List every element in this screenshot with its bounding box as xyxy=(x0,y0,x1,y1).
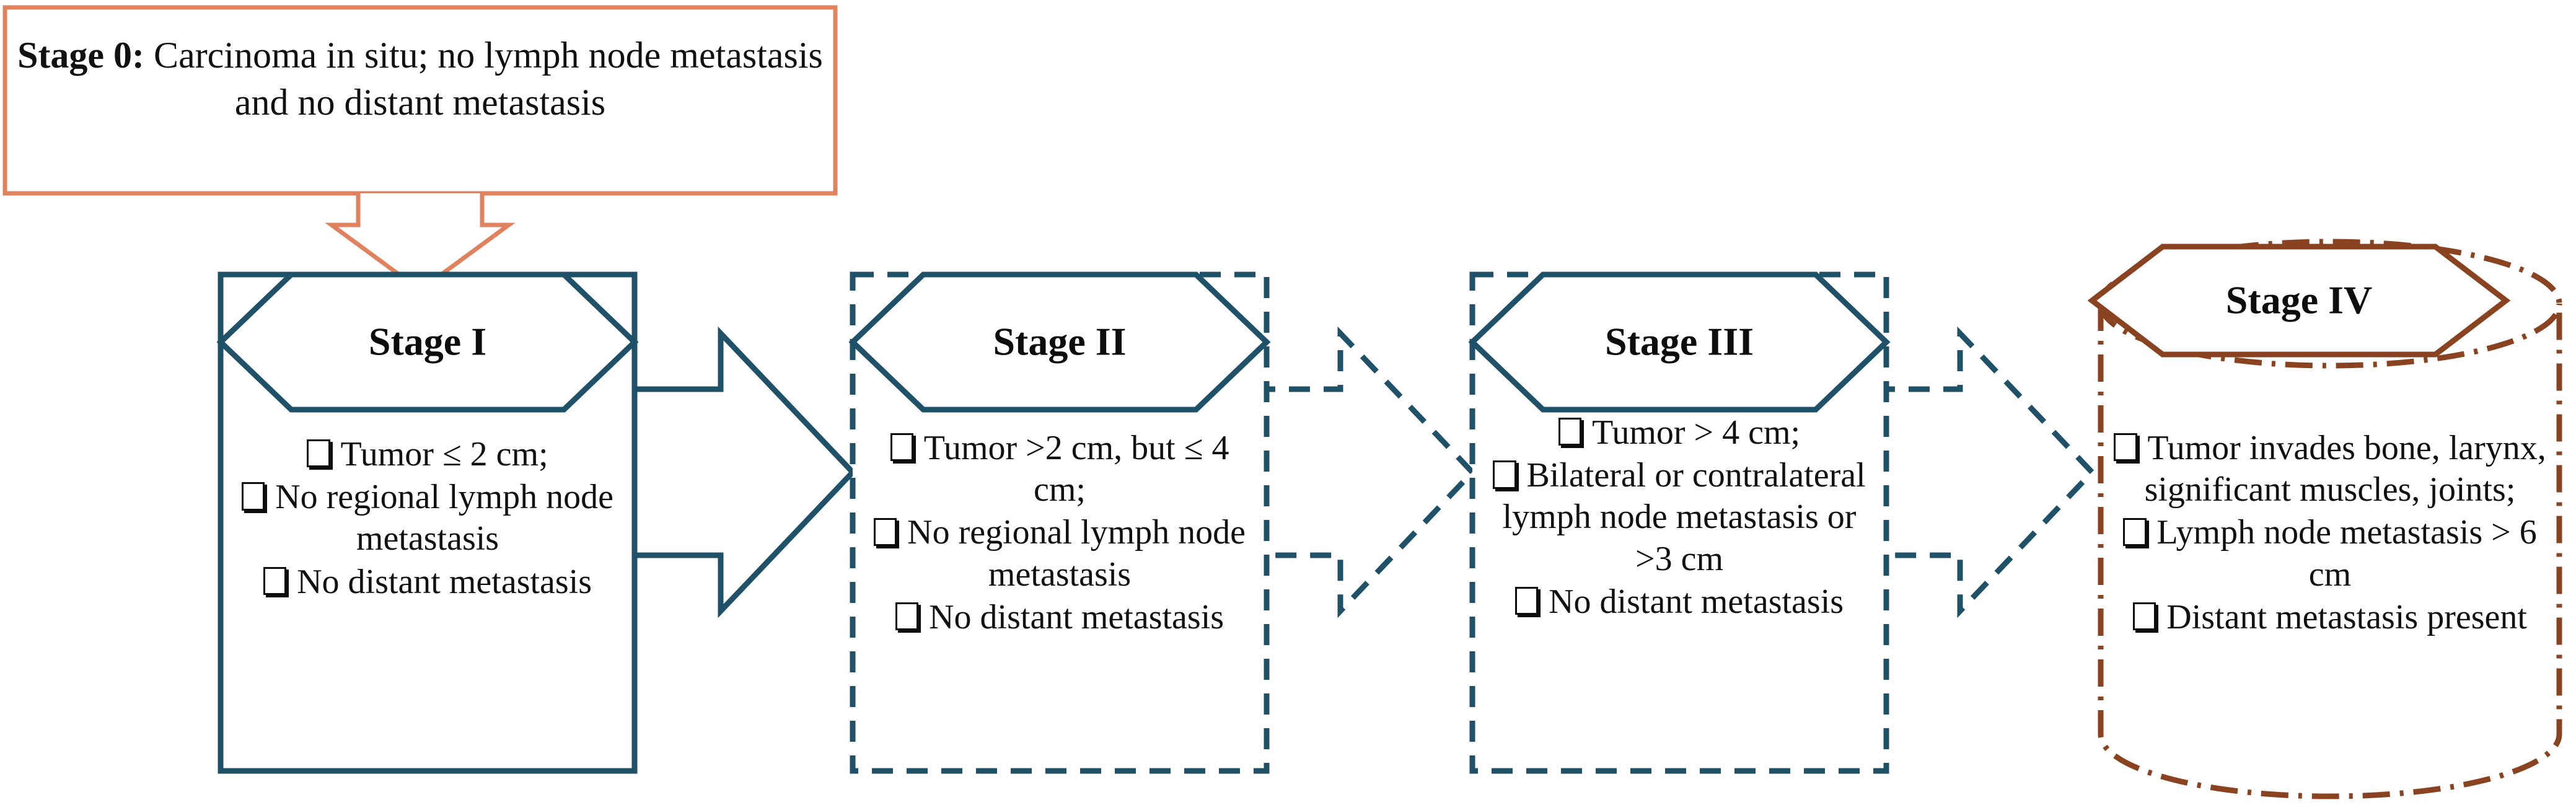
list-item: Bilateral or contralateral lymph node me… xyxy=(1482,455,1876,580)
checkbox-icon xyxy=(2114,433,2137,462)
checkbox-icon xyxy=(890,433,913,462)
stage-3-group[interactable]: Stage III Tumor > 4 cm; Bilateral or con… xyxy=(1468,271,1891,774)
checkbox-icon xyxy=(873,517,897,546)
list-item: No distant metastasis xyxy=(863,597,1257,638)
bullet-text: No regional lymph node metastasis xyxy=(907,513,1246,594)
arrow-stage1-to-stage2 xyxy=(635,326,857,618)
arrow-stage3-to-stage4 xyxy=(1874,326,2096,618)
bullet-text: No distant metastasis xyxy=(929,597,1224,636)
list-item: Tumor invades bone, larynx, significant … xyxy=(2107,428,2553,511)
stage-4-header-hexagon xyxy=(2087,244,2511,358)
checkbox-icon xyxy=(2133,602,2156,631)
stage-0-text: Stage 0: Carcinoma in situ; no lymph nod… xyxy=(17,32,823,126)
stage-3-header-hexagon xyxy=(1468,271,1891,413)
list-item: Distant metastasis present xyxy=(2107,597,2553,638)
stage-4-bullet-list: Tumor invades bone, larynx, significant … xyxy=(2107,428,2553,638)
stage-4-title: Stage IV xyxy=(2226,278,2372,322)
stage-0-group[interactable]: Stage 0: Carcinoma in situ; no lymph nod… xyxy=(2,5,838,293)
checkbox-icon xyxy=(1558,418,1582,446)
bullet-text: Tumor >2 cm, but ≤ 4 cm; xyxy=(923,429,1229,509)
stage-2-group[interactable]: Stage II Tumor >2 cm, but ≤ 4 cm; No reg… xyxy=(848,271,1271,774)
arrow-stage2-to-stage3 xyxy=(1254,326,1477,618)
stage-1-header-hexagon xyxy=(216,271,639,413)
bullet-text: No distant metastasis xyxy=(1549,582,1844,621)
stage-1-group[interactable]: Stage I Tumor ≤ 2 cm; No regional lymph … xyxy=(216,271,639,774)
list-item: No regional lymph node metastasis xyxy=(231,477,625,560)
list-item: No distant metastasis xyxy=(231,561,625,603)
bullet-text: Distant metastasis present xyxy=(2166,597,2527,636)
bullet-text: Tumor ≤ 2 cm; xyxy=(340,435,548,473)
stage-0-description: Carcinoma in situ; no lymph node metasta… xyxy=(144,35,823,123)
checkbox-icon xyxy=(263,566,287,595)
bullet-text: No distant metastasis xyxy=(297,562,592,601)
checkbox-icon xyxy=(1493,460,1516,489)
bullet-text: Tumor invades bone, larynx, significant … xyxy=(2144,429,2546,509)
stage-1-title: Stage I xyxy=(369,320,486,364)
bullet-text: No regional lymph node metastasis xyxy=(275,478,614,558)
list-item: Tumor ≤ 2 cm; xyxy=(231,434,625,475)
stage-4-cylinder-body[interactable] xyxy=(2098,239,2562,799)
bullet-text: Bilateral or contralateral lymph node me… xyxy=(1502,456,1866,578)
stage-2-title: Stage II xyxy=(993,320,1126,364)
list-item: No regional lymph node metastasis xyxy=(863,512,1257,595)
checkbox-icon xyxy=(895,602,919,631)
bullet-text: Lymph node metastasis > 6 cm xyxy=(2156,513,2537,594)
stage-2-bullet-list: Tumor >2 cm, but ≤ 4 cm; No regional lym… xyxy=(863,428,1257,638)
checkbox-icon xyxy=(307,439,330,468)
checkbox-icon xyxy=(241,482,265,511)
stage-2-header-hexagon xyxy=(848,271,1271,413)
bullet-text: Tumor > 4 cm; xyxy=(1592,413,1801,452)
list-item: Tumor >2 cm, but ≤ 4 cm; xyxy=(863,428,1257,511)
list-item: Lymph node metastasis > 6 cm xyxy=(2107,512,2553,595)
checkbox-icon xyxy=(2123,517,2147,546)
list-item: Tumor > 4 cm; xyxy=(1482,412,1876,454)
stage-3-title: Stage III xyxy=(1605,320,1754,364)
list-item: No distant metastasis xyxy=(1482,581,1876,623)
stage-4-group[interactable]: Stage IV Tumor invades bone, larynx, sig… xyxy=(2087,239,2562,799)
stage-3-bullet-list: Tumor > 4 cm; Bilateral or contralateral… xyxy=(1482,412,1876,623)
stage-0-label: Stage 0: xyxy=(17,35,145,76)
stage-0-box[interactable] xyxy=(2,5,838,196)
stage-1-bullet-list: Tumor ≤ 2 cm; No regional lymph node met… xyxy=(231,434,625,603)
checkbox-icon xyxy=(1514,586,1539,615)
